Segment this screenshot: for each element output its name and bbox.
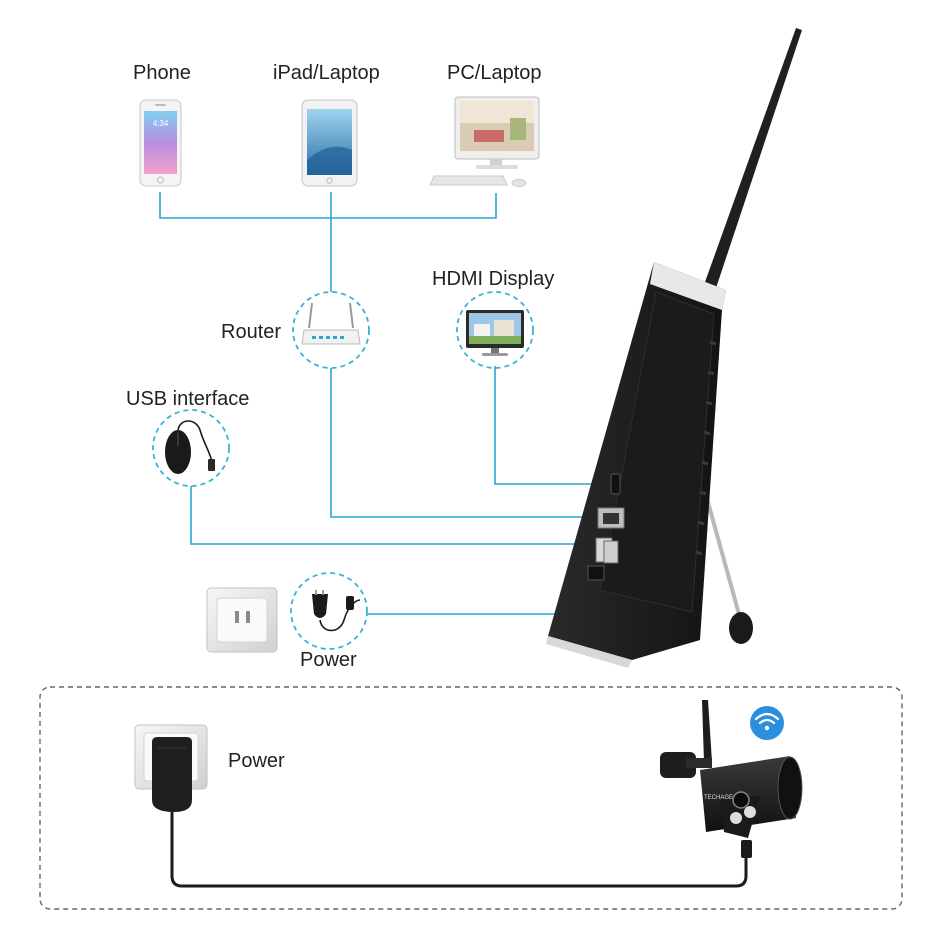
bullet-camera-icon: TECHAGE xyxy=(660,700,803,838)
camera-power-label: Power xyxy=(228,750,285,772)
phone-icon: 4:34 xyxy=(139,99,182,187)
wifi-icon xyxy=(750,706,784,740)
desktop-computer-icon xyxy=(429,96,540,187)
phone-clock-text: 4:34 xyxy=(153,119,169,128)
hdmi-to-nvr-line xyxy=(494,366,608,485)
ipad-laptop-label: iPad/Laptop xyxy=(273,62,380,84)
camera-power-adapter-icon xyxy=(134,724,208,812)
usb-interface-label: USB interface xyxy=(126,388,250,410)
pc-laptop-label: PC/Laptop xyxy=(447,62,542,84)
nvr-power-label: Power xyxy=(300,649,357,671)
monitor-icon xyxy=(456,291,534,369)
usb-port-2 xyxy=(603,540,619,564)
router-to-nvr-line xyxy=(330,368,598,518)
usb-mouse-icon xyxy=(152,409,230,487)
router-label: Router xyxy=(221,321,282,343)
power-adapter-icon xyxy=(290,572,368,650)
camera-brand-text: TECHAGE xyxy=(704,795,733,801)
devices-bus-line xyxy=(159,192,497,219)
wall-socket-icon xyxy=(206,587,278,653)
nvr-monitor-icon xyxy=(546,28,802,668)
camera-cable xyxy=(170,812,748,888)
power-port xyxy=(587,565,605,581)
hdmi-display-label: HDMI Display xyxy=(432,268,555,290)
hdmi-port xyxy=(610,473,621,495)
router-icon xyxy=(292,291,370,369)
camera-section-frame xyxy=(39,686,903,910)
phone-label: Phone xyxy=(133,62,191,84)
tablet-icon xyxy=(301,99,358,187)
usb-to-nvr-line xyxy=(190,486,596,545)
